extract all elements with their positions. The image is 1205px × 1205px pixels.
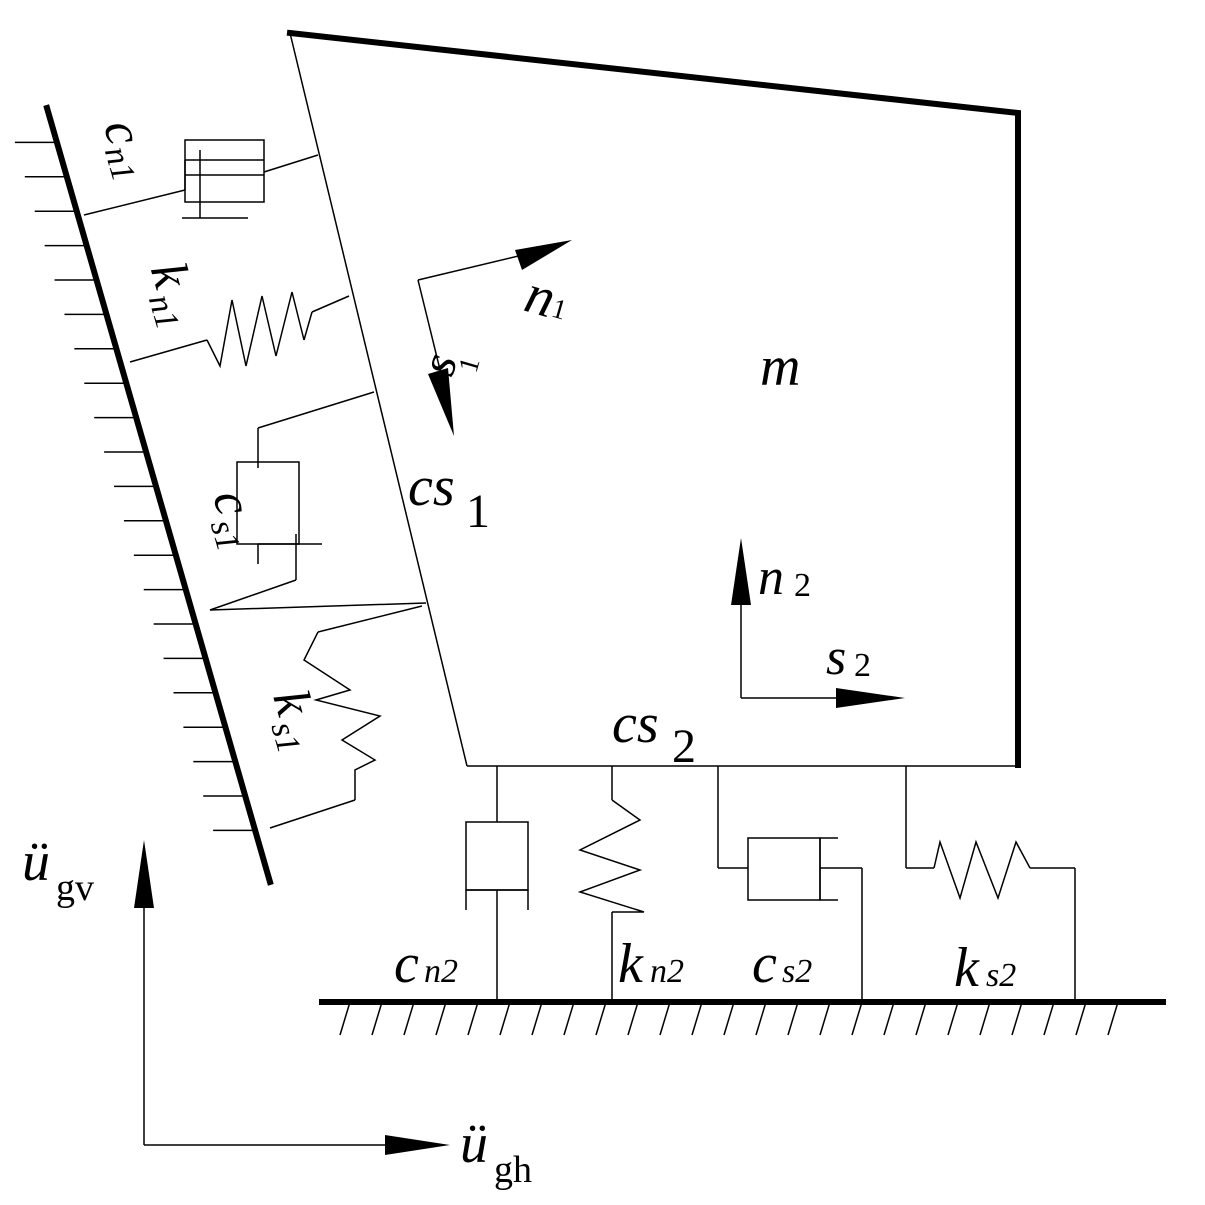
label-kn1: k n1 — [139, 256, 200, 333]
svg-text:n1: n1 — [141, 290, 186, 333]
label-s2: s 2 — [826, 629, 871, 686]
hatch-mark — [531, 1001, 543, 1036]
hatch-mark — [371, 1001, 383, 1036]
dashpot-cs1 — [209, 391, 427, 611]
label-kn2: k n2 — [618, 933, 684, 995]
spring-ks2 — [905, 766, 1076, 1002]
hatch-mark — [627, 1001, 639, 1036]
label-n1: n 1 — [518, 263, 570, 330]
svg-text:s1: s1 — [263, 718, 307, 757]
svg-text:gh: gh — [494, 1149, 532, 1191]
label-mass: m — [760, 336, 800, 398]
label-ugv: ü gv — [22, 831, 94, 909]
label-cs2: c s2 — [752, 933, 812, 995]
mass-block — [286, 29, 1021, 768]
svg-text:k: k — [261, 684, 322, 723]
svg-text:s2: s2 — [782, 953, 812, 990]
svg-text:k: k — [139, 256, 200, 295]
hatch-mark — [595, 1001, 607, 1036]
svg-text:2: 2 — [854, 647, 871, 684]
hatch-mark — [403, 1001, 415, 1036]
spring-kn1 — [129, 291, 350, 369]
hatch-mark — [979, 1001, 991, 1036]
svg-text:s2: s2 — [986, 957, 1016, 994]
hatch-mark — [755, 1001, 767, 1036]
svg-text:k: k — [618, 933, 644, 995]
label-cn2: c n2 — [394, 933, 458, 995]
hatch-mark — [851, 1001, 863, 1036]
axis-ground-acceleration — [134, 840, 450, 1155]
hatch-mark — [1107, 1001, 1119, 1036]
svg-text:ü: ü — [22, 831, 50, 893]
hatch-mark — [915, 1001, 927, 1036]
svg-text:n2: n2 — [424, 953, 458, 990]
dashpot-cn2 — [465, 766, 529, 1002]
svg-text:c: c — [394, 933, 419, 995]
hatch-mark — [819, 1001, 831, 1036]
hatch-mark — [1011, 1001, 1023, 1036]
dashpot-cs2 — [717, 766, 863, 1002]
hatch-mark — [339, 1001, 351, 1036]
hatch-mark — [691, 1001, 703, 1036]
hatch-mark — [563, 1001, 575, 1036]
hatch-mark — [435, 1001, 447, 1036]
svg-text:gv: gv — [56, 867, 94, 909]
spring-kn2 — [577, 766, 645, 1002]
svg-text:n2: n2 — [650, 953, 684, 990]
label-ugh: ü gh — [460, 1113, 532, 1191]
dashpot-cn1 — [83, 139, 319, 219]
hatch-mark — [1043, 1001, 1055, 1036]
svg-text:cs: cs — [612, 693, 659, 755]
label-n2: n 2 — [758, 549, 811, 606]
hatch-mark — [883, 1001, 895, 1036]
hatch-mark — [723, 1001, 735, 1036]
horizontal-ground — [319, 999, 1166, 1036]
label-ks1: k s1 — [261, 684, 322, 757]
label-cn1: c n1 — [92, 113, 153, 185]
svg-text:s1: s1 — [203, 516, 247, 555]
hatch-mark — [499, 1001, 511, 1036]
label-s1: s 1 — [409, 347, 487, 381]
svg-text:2: 2 — [672, 720, 696, 773]
axis-n1-s1 — [417, 240, 572, 436]
hatch-mark — [787, 1001, 799, 1036]
inclined-ground — [14, 104, 274, 886]
svg-text:n: n — [758, 549, 784, 606]
svg-text:c: c — [752, 933, 777, 995]
svg-text:cs: cs — [408, 456, 455, 518]
hatch-mark — [1075, 1001, 1087, 1036]
spring-ks1 — [269, 605, 423, 829]
svg-text:2: 2 — [794, 567, 811, 604]
axis-n2-s2 — [731, 538, 905, 708]
label-interface2: cs 2 — [612, 693, 696, 773]
svg-text:1: 1 — [466, 485, 490, 538]
hatch-mark — [659, 1001, 671, 1036]
svg-text:s: s — [826, 629, 846, 686]
hatch-mark — [947, 1001, 959, 1036]
hatch-mark — [467, 1001, 479, 1036]
svg-text:k: k — [954, 937, 980, 999]
svg-text:ü: ü — [460, 1113, 488, 1175]
label-ks2: k s2 — [954, 937, 1016, 999]
label-interface1: cs 1 — [408, 456, 490, 538]
svg-text:c: c — [201, 484, 262, 522]
